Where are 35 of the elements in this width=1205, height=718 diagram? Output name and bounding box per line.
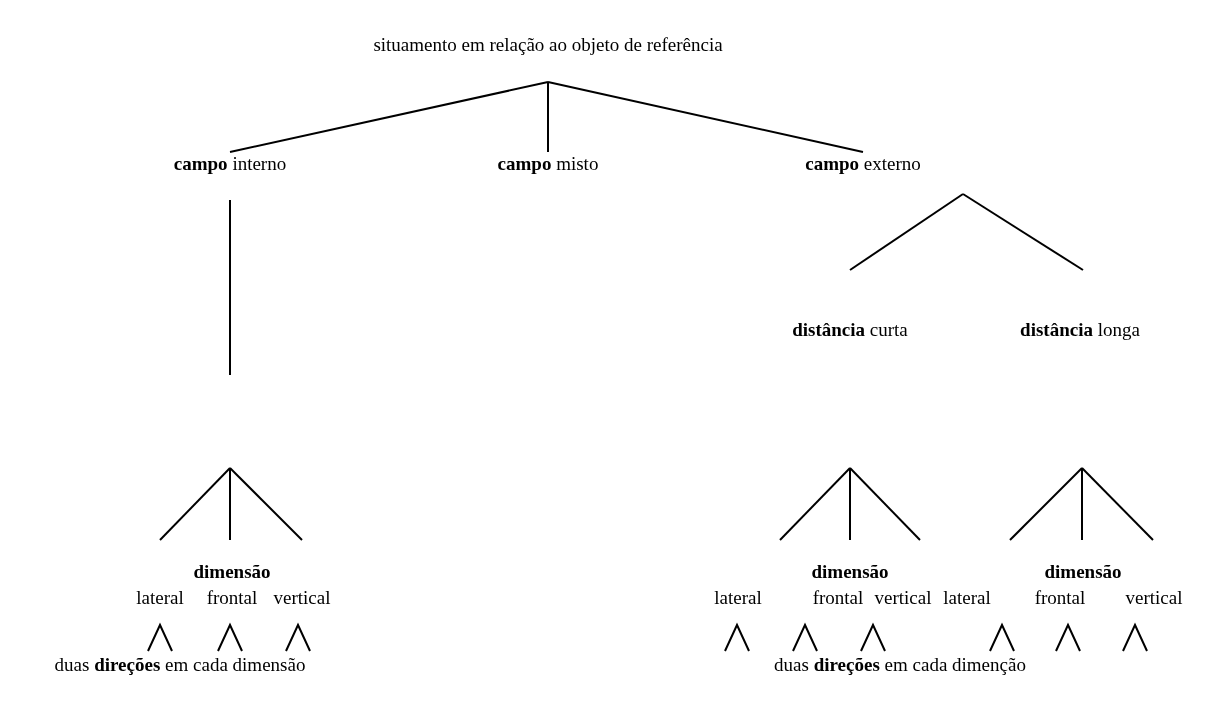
- dimension-label: frontal: [200, 586, 264, 610]
- connector-line: [547, 81, 549, 153]
- connector-line: [159, 467, 231, 541]
- connector-line: [1081, 467, 1154, 541]
- dimension-label: lateral: [708, 586, 768, 610]
- connector-line: [229, 467, 303, 541]
- dimension-label: lateral: [938, 586, 996, 610]
- connector-line: [849, 467, 851, 541]
- category-label: distância curta: [775, 318, 925, 344]
- root-label: situamento em relação ao objeto de referência: [330, 33, 766, 59]
- group-heading: dimensão: [1044, 560, 1122, 584]
- connector-line: [229, 81, 549, 153]
- group-heading: dimensão: [811, 560, 889, 584]
- connector-line: [229, 467, 231, 541]
- category-label: campo misto: [478, 152, 618, 178]
- dimension-label: lateral: [130, 586, 190, 610]
- dimension-label: vertical: [870, 586, 936, 610]
- note-text: duas direções em cada dimenção: [774, 653, 1026, 677]
- connector-line: [849, 467, 921, 541]
- dimension-label: frontal: [806, 586, 870, 610]
- dimension-label: vertical: [1120, 586, 1188, 610]
- category-label: distância longa: [1000, 318, 1160, 344]
- connector-line: [547, 81, 864, 153]
- connector-line: [849, 193, 964, 271]
- connector-line: [1009, 467, 1083, 541]
- category-label: campo externo: [713, 152, 1013, 194]
- connector-line: [1081, 467, 1083, 541]
- connector-line: [229, 199, 231, 376]
- category-label: campo interno: [160, 152, 300, 200]
- dimension-label: frontal: [1030, 586, 1090, 610]
- group-heading: dimensão: [193, 560, 271, 584]
- note-text: duas direções em cada dimensão: [54, 653, 306, 677]
- dimension-label: vertical: [268, 586, 336, 610]
- connector-line: [962, 193, 1084, 271]
- connector-line: [779, 467, 851, 541]
